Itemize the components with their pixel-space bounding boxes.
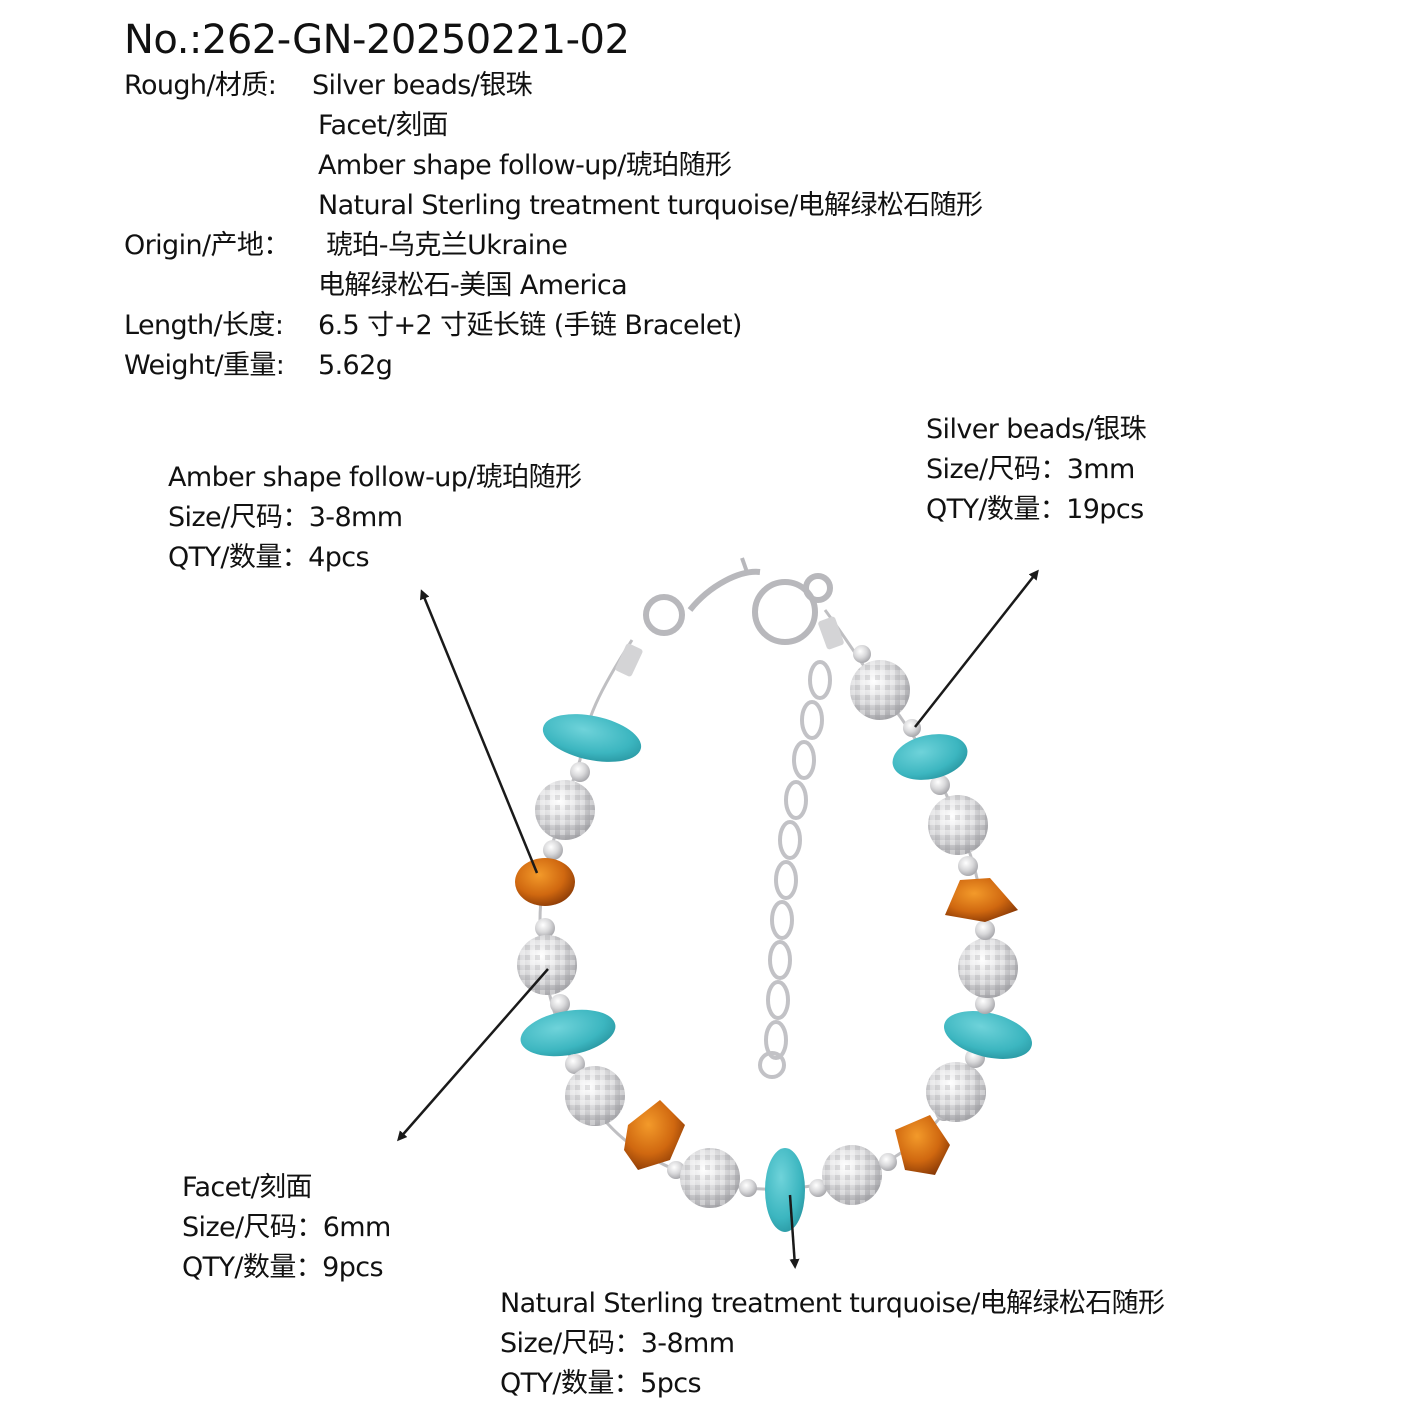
origin-value-turquoise: 电解绿松石-美国 America [318,270,628,301]
bead-silver-small [809,1179,827,1197]
length-value: 6.5 寸+2 寸延长链 (手链 Bracelet) [318,310,742,341]
bead-turquoise [944,1011,1032,1059]
weight-label: Weight/重量: [124,350,285,381]
product-number: No.:262-GN-20250221-02 [124,17,630,63]
callout-turquoise: Natural Sterling treatment turquoise/电解绿… [500,1284,1165,1404]
callout-amber-qty: QTY/数量：4pcs [168,542,370,573]
crimp-bead-right [818,616,844,650]
bead-silver-small [930,775,950,795]
origin-value-amber: 琥珀-乌克兰Ukraine [326,230,568,261]
bead-amber [515,858,575,906]
callout-facet-qty: QTY/数量：9pcs [182,1252,384,1283]
weight-value: 5.62g [318,350,393,381]
extender-chain-icon [758,660,832,1079]
crimp-bead-left [615,643,643,677]
rough-value-turquoise: Natural Sterling treatment turquoise/电解绿… [318,190,983,221]
bead-turquoise [542,714,642,762]
bead-silver-small [739,1179,757,1197]
arrow-silver [914,569,1039,728]
bead-silver-small [550,994,570,1014]
lobster-clasp-icon [643,557,833,645]
bead-silver-small [975,994,995,1014]
callout-amber-name: Amber shape follow-up/琥珀随形 [168,462,582,493]
callout-facet-size: Size/尺码：6mm [182,1212,391,1243]
callout-turquoise-size: Size/尺码：3-8mm [500,1328,735,1359]
bead-facet [958,938,1018,998]
callout-turquoise-qty: QTY/数量：5pcs [500,1368,702,1399]
arrow-facet [397,968,549,1142]
callout-turquoise-name: Natural Sterling treatment turquoise/电解绿… [500,1288,1165,1319]
bead-silver-small [570,762,590,782]
arrow-turquoise [788,1194,800,1269]
bead-facet [535,780,595,840]
callout-silver-name: Silver beads/银珠 [926,414,1147,445]
callout-silver-size: Size/尺码：3mm [926,454,1135,485]
callout-silver: Silver beads/银珠 Size/尺码：3mm QTY/数量：19pcs [926,410,1147,530]
bead-turquoise [765,1148,805,1232]
bead-silver-small [543,840,563,860]
bead-silver-small [879,1153,897,1171]
callout-amber-size: Size/尺码：3-8mm [168,502,403,533]
callout-facet-name: Facet/刻面 [182,1172,313,1203]
bead-turquoise [520,1009,616,1057]
bead-facet [822,1145,882,1205]
bead-facet [928,795,988,855]
bead-silver-small [853,645,871,663]
bead-turquoise [892,734,968,780]
origin-label: Origin/产地： [124,230,290,261]
bead-facet [565,1066,625,1126]
rough-value-amber: Amber shape follow-up/琥珀随形 [318,150,732,181]
arrow-amber [420,589,539,874]
bead-amber [945,878,1018,922]
bead-amber [624,1100,685,1170]
bead-silver-small [958,856,978,876]
rough-label: Rough/材质: [124,70,277,101]
bead-facet [680,1148,740,1208]
bead-silver-small [565,1054,585,1074]
rough-value-facet: Facet/刻面 [318,110,449,141]
callout-amber: Amber shape follow-up/琥珀随形 Size/尺码：3-8mm… [168,458,582,578]
rough-value-silver: Silver beads/银珠 [312,70,533,101]
length-label: Length/长度: [124,310,284,341]
callout-silver-qty: QTY/数量：19pcs [926,494,1144,525]
callout-facet: Facet/刻面 Size/尺码：6mm QTY/数量：9pcs [182,1168,391,1288]
bead-amber [895,1115,950,1175]
bead-facet [850,660,910,720]
bead-silver-small [975,920,995,940]
bead-facet [926,1062,986,1122]
bead-silver-small [535,918,555,938]
bead-facet [517,935,577,995]
